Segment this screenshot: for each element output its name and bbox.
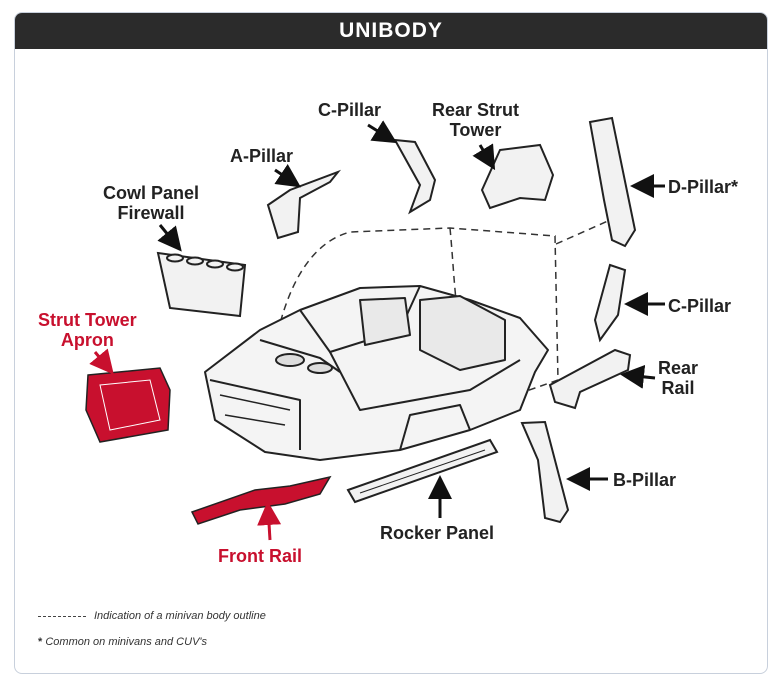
red-arrows [89,348,282,541]
strut-tower-apron-shape [85,367,171,443]
legend-asterisk: * Common on minivans and CUV's [38,636,208,648]
dashed-line-swatch [38,615,86,617]
label-d-pillar: D-Pillar* [668,177,739,197]
cowl-panel-shape [156,251,247,318]
label-a-pillar: A-Pillar [230,146,294,166]
label-arrows [157,120,665,518]
label-c-pillar-right: C-Pillar [668,296,732,316]
rear-rail-shape [548,348,632,410]
rear-strut-tower-shape [480,143,555,210]
legend-dashed: Indication of a minivan body outline [38,610,266,622]
c-pillar-top-shape [393,138,437,215]
diagram-title: UNIBODY [15,13,767,49]
a-pillar-shape [266,169,342,240]
label-b-pillar: B-Pillar [613,470,677,490]
label-c-pillar-top: C-Pillar [318,100,382,120]
label-front-rail: Front Rail [218,546,302,566]
c-pillar-right-shape [593,263,627,343]
car-body [204,285,549,461]
b-pillar-shape [520,420,570,524]
d-pillar-shape [588,116,637,248]
rocker-panel-shape [346,438,499,504]
front-rail-shape [190,475,332,525]
label-rocker-panel: Rocker Panel [380,523,495,543]
